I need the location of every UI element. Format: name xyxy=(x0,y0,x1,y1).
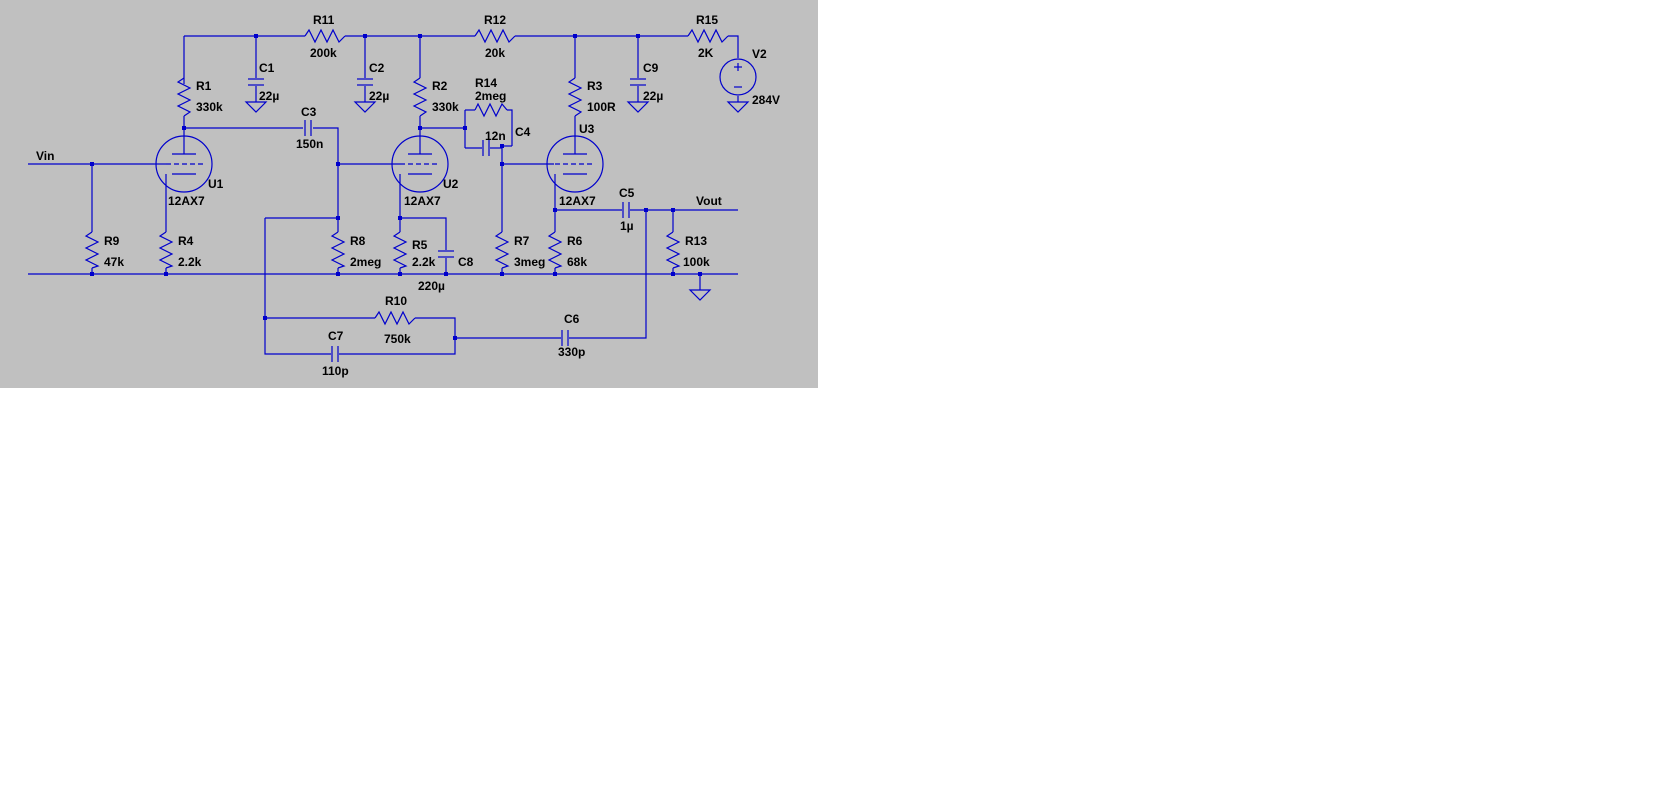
triode-tube-u3 xyxy=(546,135,604,193)
u3-name: U3 xyxy=(579,122,595,136)
v2-value: 284V xyxy=(752,93,780,107)
c6-value: 330p xyxy=(558,345,585,359)
c8-name: C8 xyxy=(458,255,474,269)
u2-name: U2 xyxy=(443,177,459,191)
resistor-r7 xyxy=(494,231,510,269)
r2-value: 330k xyxy=(432,100,459,114)
triode-tube-u2 xyxy=(391,135,449,193)
r1-value: 330k xyxy=(196,100,223,114)
capacitor-c9 xyxy=(630,78,646,86)
r10-name: R10 xyxy=(385,294,407,308)
junction-dots xyxy=(90,34,702,340)
capacitor-c5 xyxy=(622,202,630,218)
u1-name: U1 xyxy=(208,177,224,191)
c8-value: 220µ xyxy=(418,279,445,293)
component-labels: R11 200k R12 20k R15 2K V2 284V R1 330k … xyxy=(36,13,780,378)
ground-icon xyxy=(688,289,712,301)
r8-value: 2meg xyxy=(350,255,381,269)
v2-name: V2 xyxy=(752,47,767,61)
u3-value: 12AX7 xyxy=(559,194,596,208)
resistor-r2 xyxy=(412,77,428,117)
r5-value: 2.2k xyxy=(412,255,436,269)
triode-tube-u1 xyxy=(154,135,213,193)
resistor-r4 xyxy=(158,231,174,269)
c1-value: 22µ xyxy=(259,89,279,103)
r4-value: 2.2k xyxy=(178,255,202,269)
r7-name: R7 xyxy=(514,234,530,248)
r9-name: R9 xyxy=(104,234,120,248)
resistor-r11 xyxy=(304,28,346,44)
r12-name: R12 xyxy=(484,13,506,27)
c4-value: 12n xyxy=(485,129,506,143)
r14-name: R14 xyxy=(475,76,497,90)
resistor-r15 xyxy=(687,28,729,44)
resistor-r1 xyxy=(176,77,192,117)
capacitor-c3 xyxy=(304,120,312,136)
r3-value: 100R xyxy=(587,100,616,114)
c4-name: C4 xyxy=(515,125,531,139)
capacitor-c6 xyxy=(561,330,569,346)
resistor-r5 xyxy=(392,231,408,269)
capacitor-c8 xyxy=(438,250,454,258)
r15-name: R15 xyxy=(696,13,718,27)
r2-name: R2 xyxy=(432,79,448,93)
resistor-r13 xyxy=(665,231,681,269)
capacitor-c1 xyxy=(248,78,264,86)
ground-icon xyxy=(244,101,268,113)
resistor-r9 xyxy=(84,231,100,269)
r6-name: R6 xyxy=(567,234,583,248)
ground-icon xyxy=(353,101,377,113)
vout-label: Vout xyxy=(696,194,722,208)
c7-name: C7 xyxy=(328,329,344,343)
ground-icon xyxy=(626,101,650,113)
c9-name: C9 xyxy=(643,61,659,75)
r13-value: 100k xyxy=(683,255,710,269)
c5-value: 1µ xyxy=(620,219,634,233)
c5-name: C5 xyxy=(619,186,635,200)
r13-name: R13 xyxy=(685,234,707,248)
capacitor-c2 xyxy=(357,78,373,86)
resistor-r10 xyxy=(374,310,416,326)
resistor-r8 xyxy=(330,231,346,269)
r6-value: 68k xyxy=(567,255,587,269)
resistor-r6 xyxy=(547,231,563,269)
r7-value: 3meg xyxy=(514,255,545,269)
r3-name: R3 xyxy=(587,79,603,93)
capacitor-c4 xyxy=(482,140,490,156)
ground-icon xyxy=(726,101,750,113)
c7-value: 110p xyxy=(322,364,349,378)
c3-name: C3 xyxy=(301,105,317,119)
r9-value: 47k xyxy=(104,255,124,269)
r1-name: R1 xyxy=(196,79,212,93)
resistor-r12 xyxy=(474,28,516,44)
c9-value: 22µ xyxy=(643,89,663,103)
capacitor-c7 xyxy=(331,346,339,362)
r5-name: R5 xyxy=(412,238,428,252)
resistor-r14 xyxy=(474,102,508,118)
u2-value: 12AX7 xyxy=(404,194,441,208)
u1-value: 12AX7 xyxy=(168,194,205,208)
r8-name: R8 xyxy=(350,234,366,248)
r11-value: 200k xyxy=(310,46,337,60)
c2-name: C2 xyxy=(369,61,385,75)
c1-name: C1 xyxy=(259,61,275,75)
r4-name: R4 xyxy=(178,234,194,248)
vin-label: Vin xyxy=(36,149,54,163)
c6-name: C6 xyxy=(564,312,580,326)
r10-value: 750k xyxy=(384,332,411,346)
r15-value: 2K xyxy=(698,46,714,60)
c2-value: 22µ xyxy=(369,89,389,103)
voltage-source-v2 xyxy=(719,58,757,96)
c3-value: 150n xyxy=(296,137,323,151)
resistor-r3 xyxy=(567,77,583,117)
r14-value: 2meg xyxy=(475,89,506,103)
r11-name: R11 xyxy=(313,13,335,27)
r12-value: 20k xyxy=(485,46,505,60)
